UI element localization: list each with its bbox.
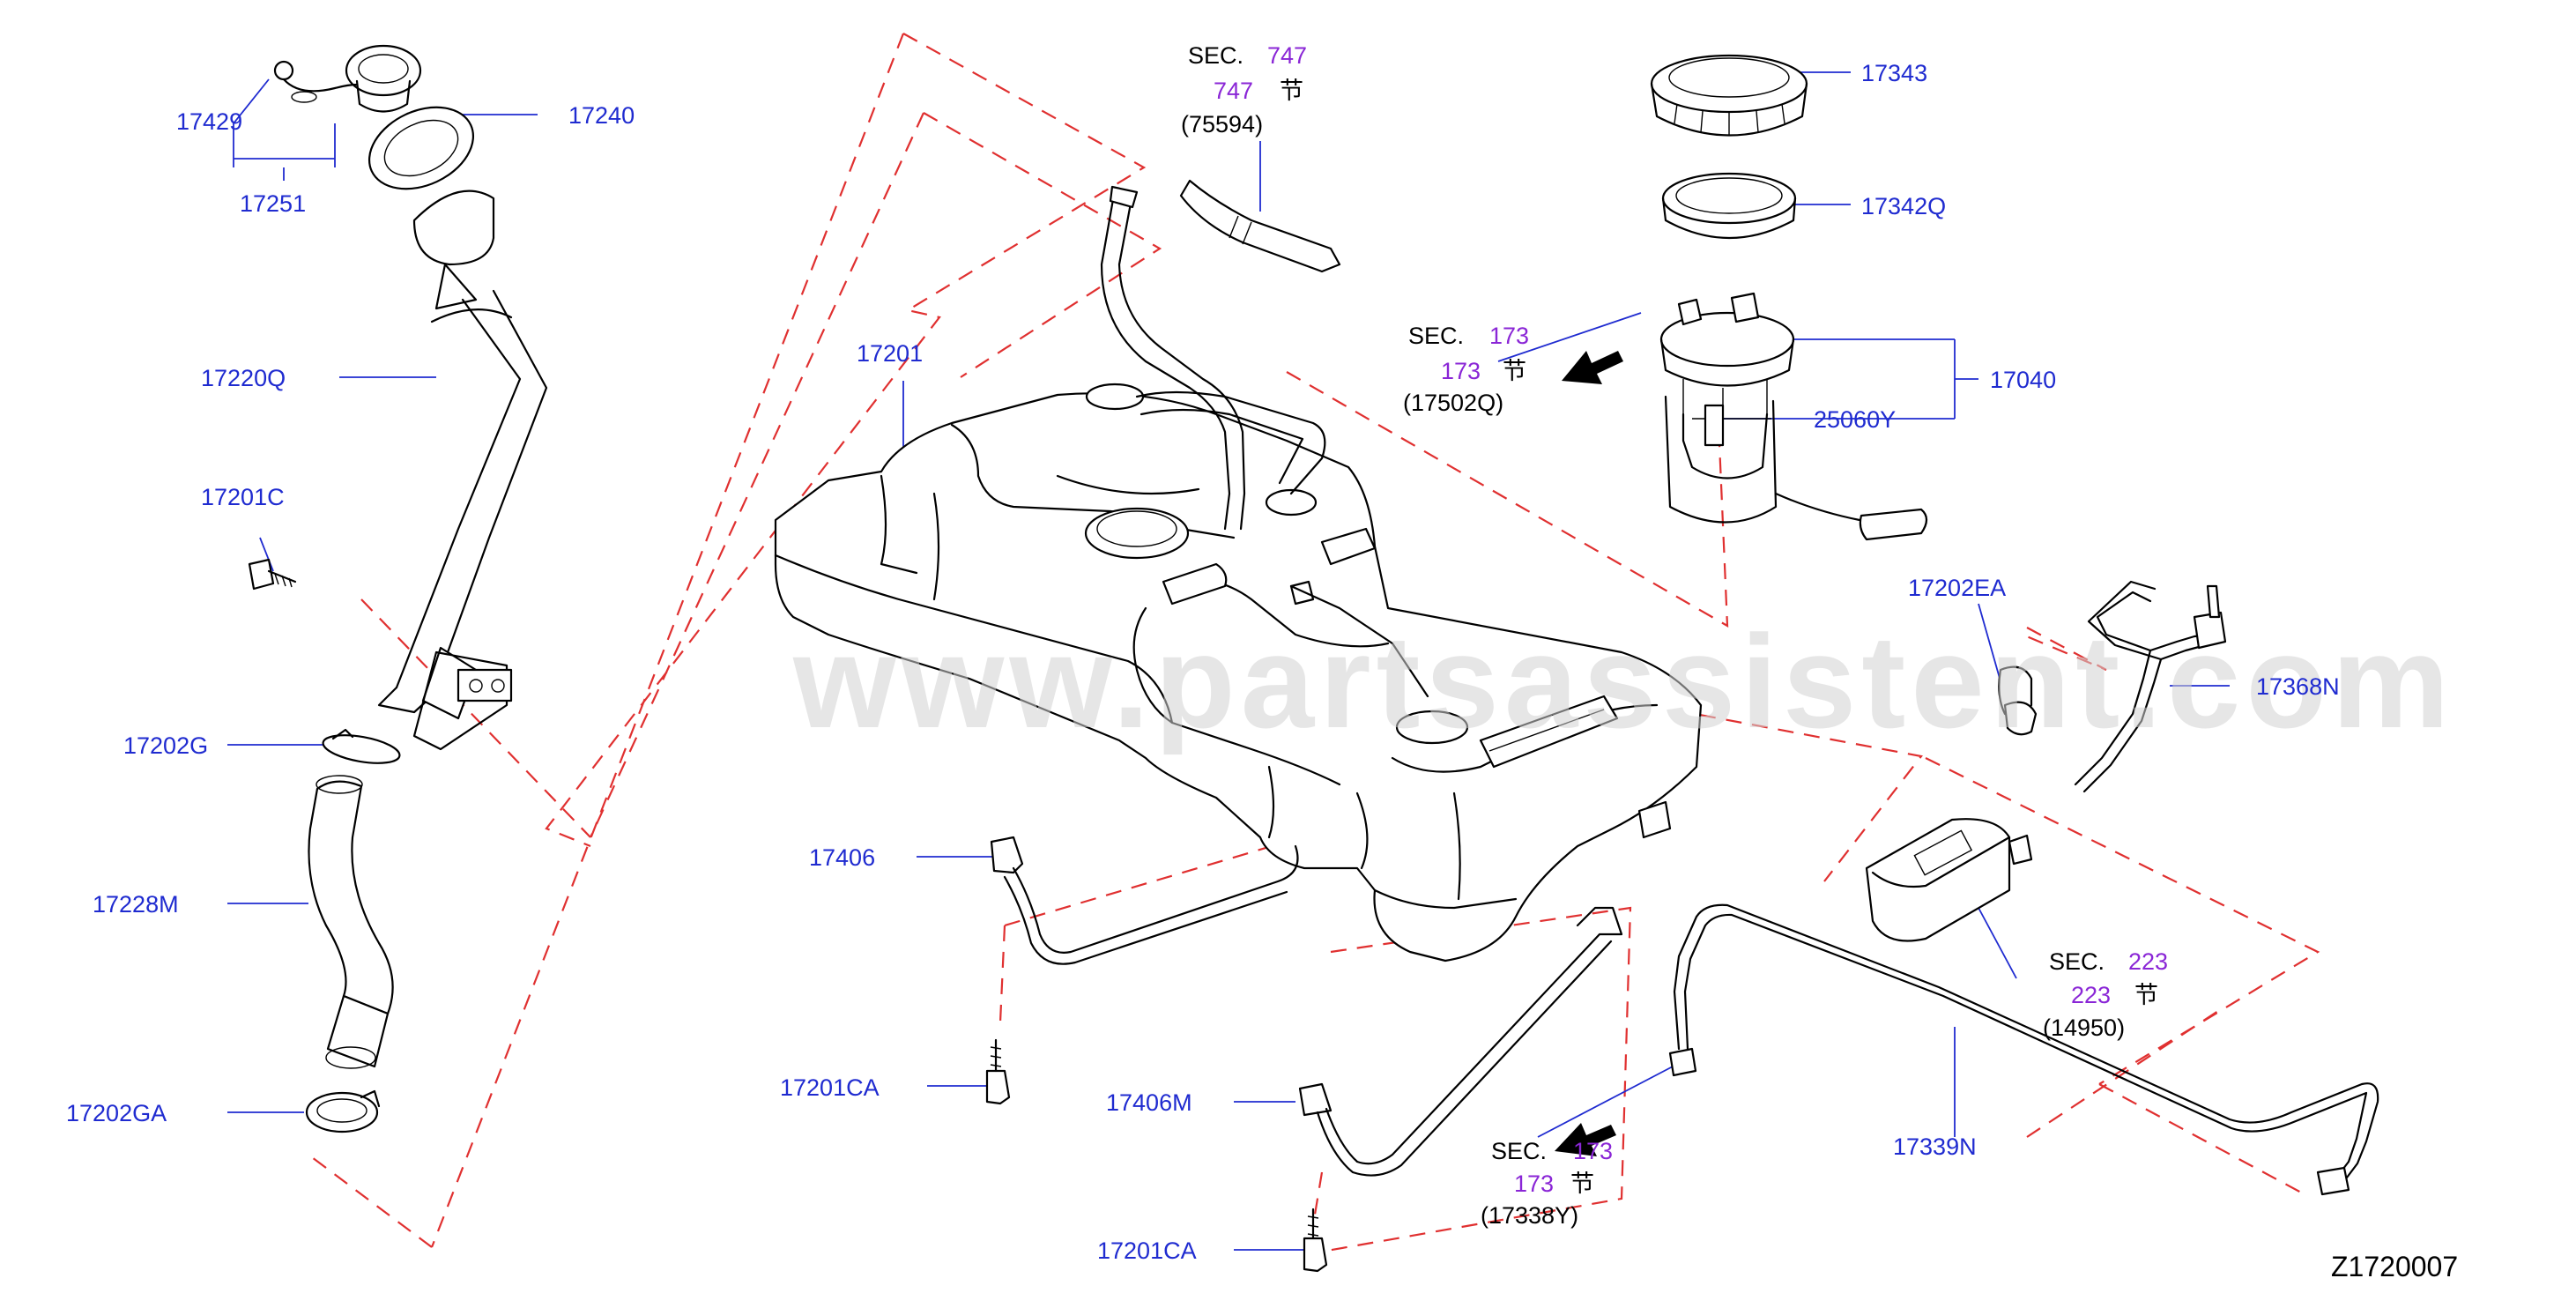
sec-number: 223 xyxy=(2128,948,2168,975)
strap-17406 xyxy=(990,836,1299,965)
clip-17202ea xyxy=(1998,665,2038,736)
sec-jie: 节 xyxy=(1280,78,1303,104)
bolt-17201ca-a xyxy=(985,1038,1011,1105)
filler-ring xyxy=(367,106,475,190)
sec-number: 173 xyxy=(1573,1138,1613,1164)
section-ref-747[interactable]: SEC. 747 747 节 (75594) xyxy=(1181,42,1307,137)
label-17202g[interactable]: 17202G xyxy=(123,732,208,759)
hose-17228m xyxy=(308,775,394,1069)
sec-prefix: SEC. xyxy=(1408,323,1464,349)
tank-vent-tube xyxy=(1100,185,1429,698)
label-17202ga[interactable]: 17202GA xyxy=(66,1100,167,1126)
filler-neck-tube xyxy=(377,190,548,751)
seal-17342q xyxy=(1661,172,1797,239)
leader-lines xyxy=(227,71,2230,1251)
filler-cap xyxy=(273,44,422,113)
section-ref-173-line[interactable]: SEC. 173 173 节 (17338Y) xyxy=(1481,1138,1613,1229)
label-17040[interactable]: 17040 xyxy=(1990,367,2056,393)
clamp-17202g xyxy=(322,728,401,764)
sec-prefix: SEC. xyxy=(2049,948,2105,975)
section-arrows xyxy=(1555,351,1623,1156)
section-ref-173-pump[interactable]: SEC. 173 173 节 (17502Q) xyxy=(1403,323,1529,416)
sec-prefix: SEC. xyxy=(1188,42,1243,69)
sec-ref: (17502Q) xyxy=(1403,390,1503,416)
clamp-17202ga xyxy=(305,1089,381,1133)
watermark: www.partsassistent.com xyxy=(792,607,2454,755)
label-25060y[interactable]: 25060Y xyxy=(1814,406,1896,433)
label-17406m[interactable]: 17406M xyxy=(1106,1089,1192,1116)
label-17201ca-a[interactable]: 17201CA xyxy=(780,1074,880,1101)
sec-number-2: 747 xyxy=(1214,78,1253,104)
label-17343[interactable]: 17343 xyxy=(1861,60,1927,86)
diagram-code: Z1720007 xyxy=(2331,1251,2458,1282)
bolt-17201ca-b xyxy=(1303,1208,1328,1273)
fuel-pump-17040 xyxy=(1659,292,1928,541)
sec-ref: (17338Y) xyxy=(1481,1202,1578,1229)
fuel-line-17339n xyxy=(1668,903,2379,1196)
label-17220q[interactable]: 17220Q xyxy=(201,365,286,391)
label-17251[interactable]: 17251 xyxy=(240,190,306,217)
label-17406[interactable]: 17406 xyxy=(809,844,875,871)
sec-jie: 节 xyxy=(1503,358,1526,384)
fuel-tank xyxy=(774,383,1703,962)
vent-tube-17368n xyxy=(2074,580,2227,793)
sec-jie: 节 xyxy=(2134,982,2158,1008)
label-17201[interactable]: 17201 xyxy=(857,340,923,367)
sec-number-2: 173 xyxy=(1441,358,1481,384)
label-17240[interactable]: 17240 xyxy=(568,102,635,129)
label-17339n[interactable]: 17339N xyxy=(1893,1133,1977,1160)
lock-ring-17343 xyxy=(1650,54,1808,137)
sec-prefix: SEC. xyxy=(1491,1138,1547,1164)
sec-number: 747 xyxy=(1267,42,1307,69)
label-17368n[interactable]: 17368N xyxy=(2256,673,2340,700)
sec-number-2: 223 xyxy=(2071,982,2111,1008)
label-17429[interactable]: 17429 xyxy=(176,108,242,135)
bolt-17201c xyxy=(248,558,297,591)
section-ref-223[interactable]: SEC. 223 223 节 (14950) xyxy=(2043,948,2168,1041)
label-17202ea[interactable]: 17202EA xyxy=(1908,575,2006,601)
sec-ref: (14950) xyxy=(2043,1014,2125,1041)
sec-number-2: 173 xyxy=(1514,1171,1554,1197)
sec-jie: 节 xyxy=(1570,1171,1594,1197)
label-17228m[interactable]: 17228M xyxy=(93,891,179,918)
strap-17406m xyxy=(1298,906,1623,1177)
canister-14950 xyxy=(1865,818,2033,942)
label-17201ca-b[interactable]: 17201CA xyxy=(1097,1237,1197,1264)
part-labels: 17429 17240 17251 17220Q 17201C 17202G 1… xyxy=(66,60,2340,1264)
sec-number: 173 xyxy=(1489,323,1529,349)
label-17201c[interactable]: 17201C xyxy=(201,484,285,510)
label-17342q[interactable]: 17342Q xyxy=(1861,193,1946,219)
vent-hose-747 xyxy=(1179,179,1341,273)
sec-ref: (75594) xyxy=(1181,111,1263,137)
dashed-assembly-outlines xyxy=(308,33,2320,1253)
